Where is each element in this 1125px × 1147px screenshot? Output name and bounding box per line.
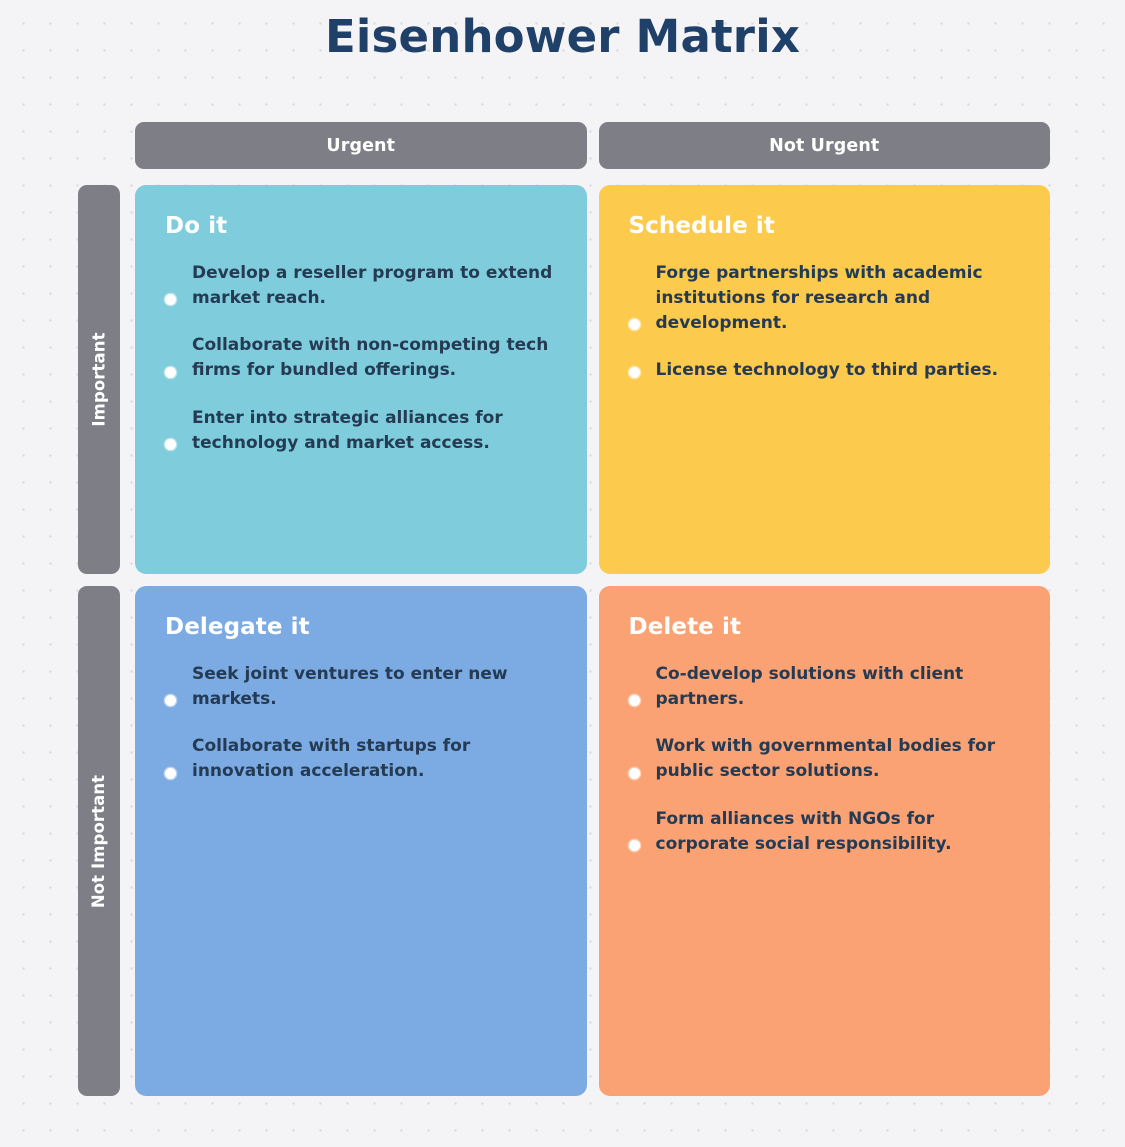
bullet-circle-icon [628,767,640,779]
bullet-circle-icon [628,319,640,331]
column-header-urgent: Urgent [135,122,587,169]
task-item[interactable]: Collaborate with non-competing tech firm… [165,333,563,383]
task-item[interactable]: License technology to third parties. [628,358,1027,383]
column-header-row: Urgent Not Urgent [135,122,1050,169]
task-text: Co-develop solutions with client partner… [655,664,964,710]
bullet-circle-icon [165,438,176,450]
page-title: Eisenhower Matrix [324,10,801,63]
task-text: Forge partnerships with academic institu… [655,263,983,334]
quadrant-delete-it: Delete it Co-develop solutions with clie… [598,586,1050,1096]
task-item[interactable]: Forge partnerships with academic institu… [628,261,1027,336]
task-item[interactable]: Collaborate with startups for innovation… [165,734,563,784]
bullet-circle-icon [165,767,176,779]
bullet-circle-icon [165,366,176,378]
quadrant-do-it: Do it Develop a reseller program to exte… [135,185,587,574]
task-item[interactable]: Form alliances with NGOs for corporate s… [628,807,1027,857]
bullet-circle-icon [628,839,640,851]
row-header-important-label: Important [89,332,109,427]
quadrant-grid: Do it Develop a reseller program to exte… [135,185,1050,1096]
task-text: License technology to third parties. [655,360,999,381]
task-item[interactable]: Develop a reseller program to extend mar… [165,261,563,311]
task-text: Collaborate with startups for innovation… [192,736,471,782]
row-header-not-important-label: Not Important [89,774,109,908]
task-list-delegate-it: Seek joint ventures to enter new markets… [165,662,563,785]
task-list-do-it: Develop a reseller program to extend mar… [165,261,563,456]
column-header-not-urgent: Not Urgent [598,122,1050,169]
task-list-schedule-it: Forge partnerships with academic institu… [628,261,1027,384]
task-text: Work with governmental bodies for public… [655,736,996,782]
eisenhower-matrix: Urgent Not Urgent Important Not Importan… [78,122,1050,1096]
task-text: Seek joint ventures to enter new markets… [192,664,508,710]
task-list-delete-it: Co-develop solutions with client partner… [628,662,1027,857]
bullet-circle-icon [628,695,640,707]
quadrant-delegate-it: Delegate it Seek joint ventures to enter… [135,586,587,1096]
bullet-circle-icon [165,294,176,306]
task-text: Collaborate with non-competing tech firm… [192,335,549,381]
task-text: Develop a reseller program to extend mar… [192,263,553,309]
task-item[interactable]: Work with governmental bodies for public… [628,734,1027,784]
quadrant-title-schedule-it: Schedule it [628,213,775,239]
row-header-important: Important [78,185,120,574]
task-item[interactable]: Co-develop solutions with client partner… [628,662,1027,712]
quadrant-title-delegate-it: Delegate it [165,614,310,640]
bullet-circle-icon [628,366,640,378]
row-header-not-important: Not Important [78,586,120,1096]
task-text: Form alliances with NGOs for corporate s… [655,808,952,854]
task-text: Enter into strategic alliances for techn… [192,407,503,453]
quadrant-title-delete-it: Delete it [628,614,742,640]
quadrant-title-do-it: Do it [165,213,228,239]
task-item[interactable]: Enter into strategic alliances for techn… [165,406,563,456]
quadrant-schedule-it: Schedule it Forge partnerships with acad… [598,185,1050,574]
task-item[interactable]: Seek joint ventures to enter new markets… [165,662,563,712]
bullet-circle-icon [165,695,176,707]
